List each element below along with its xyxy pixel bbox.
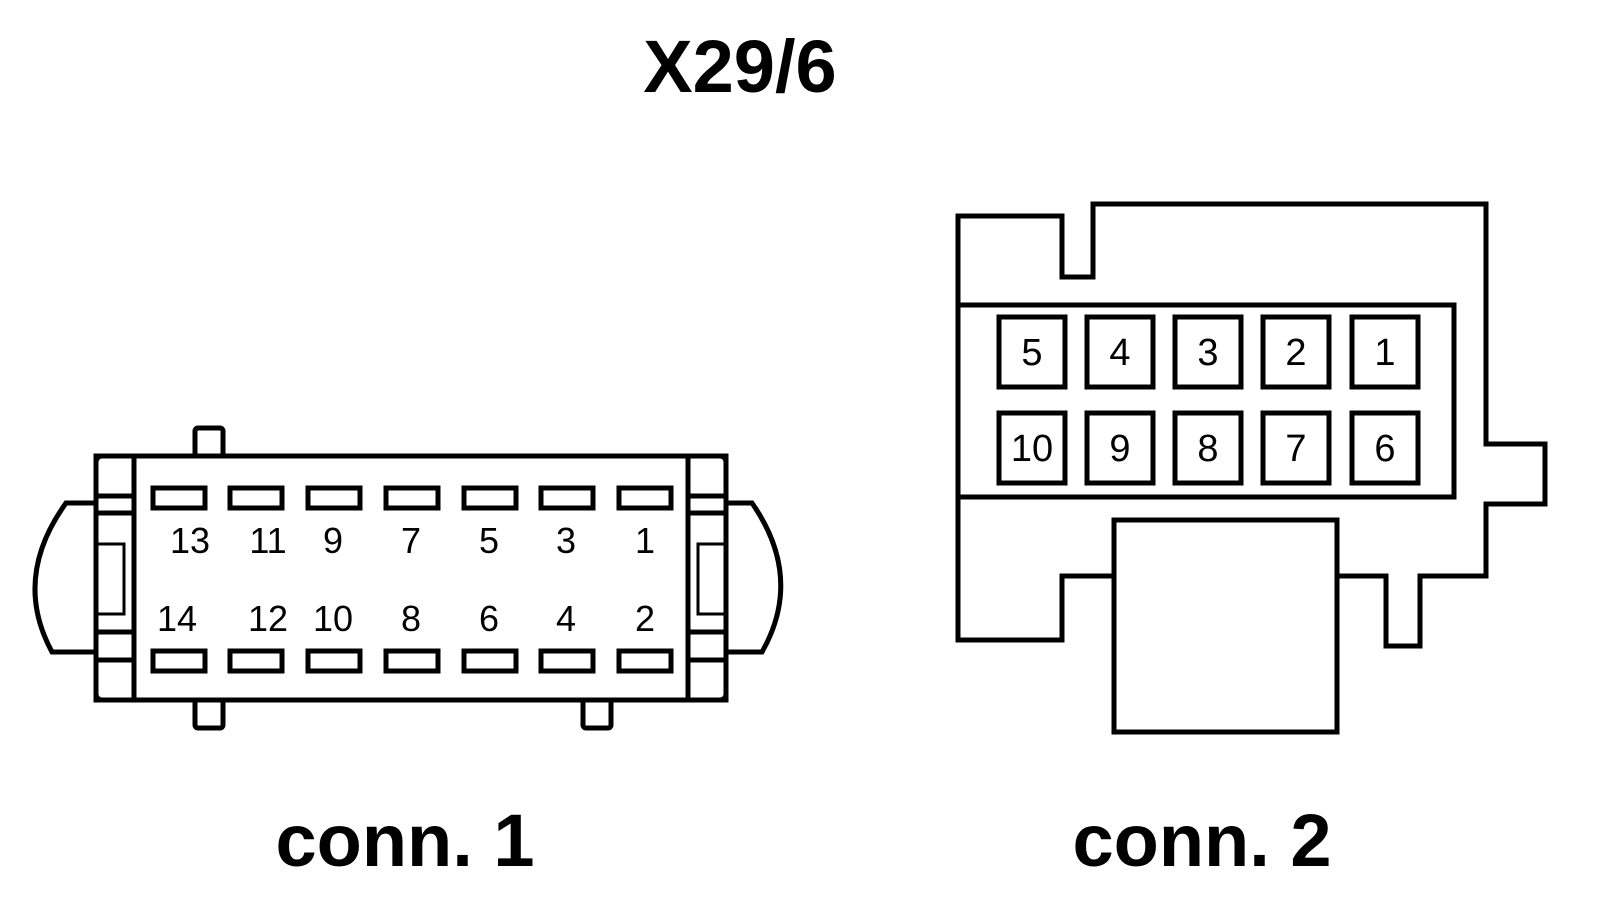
pin-number: 2: [1285, 332, 1306, 374]
pin-slot: [150, 485, 208, 511]
connector-1-caption: conn. 1: [275, 799, 534, 882]
pin-cell: [1084, 314, 1156, 390]
pin-number: 4: [1109, 332, 1130, 374]
conn1-bottom-slots: [150, 648, 674, 674]
pin-cell: [996, 410, 1068, 486]
conn1-left-clip: [32, 500, 99, 655]
pin-cell: [1349, 314, 1421, 390]
pin-number: 9: [1109, 428, 1130, 470]
pin-slot: [150, 648, 208, 674]
pin-number: 14: [157, 598, 197, 639]
conn1-side-notch-left: [94, 542, 126, 616]
pin-cell: [1084, 410, 1156, 486]
pin-number: 5: [479, 520, 499, 561]
pin-slot: [383, 485, 441, 511]
connector-2: 5 4 3 2 1 10 9 8 7 6: [955, 201, 1548, 735]
pin-slot: [538, 648, 596, 674]
conn1-top-slots: [150, 485, 674, 511]
pin-number: 6: [1374, 428, 1395, 470]
pin-number: 8: [1197, 428, 1218, 470]
conn1-side-notch-right: [696, 542, 728, 616]
pin-number: 5: [1021, 332, 1042, 374]
pin-cell: [996, 314, 1068, 390]
pin-number: 10: [1011, 428, 1053, 470]
pin-slot: [616, 485, 674, 511]
pin-cell: [1349, 410, 1421, 486]
pin-slot: [227, 648, 285, 674]
pin-number: 3: [556, 520, 576, 561]
conn2-bottom-pin-numbers: 10 9 8 7 6: [1011, 428, 1396, 470]
conn1-bottom-pin-numbers: 14 12 10 8 6 4 2: [157, 598, 655, 639]
pin-number: 6: [479, 598, 499, 639]
conn2-bottom-pin-cells: [996, 410, 1421, 486]
conn1-top-pin-numbers: 13 11 9 7 5 3 1: [170, 520, 655, 561]
pin-number: 8: [401, 598, 421, 639]
pin-number: 11: [249, 520, 286, 561]
pin-cell: [1172, 410, 1244, 486]
pin-slot: [538, 485, 596, 511]
conn2-lock-block: [1111, 517, 1340, 735]
pin-number: 7: [1285, 428, 1306, 470]
pin-number: 7: [401, 520, 421, 561]
pin-slot: [227, 485, 285, 511]
pin-number: 3: [1197, 332, 1218, 374]
pin-slot: [383, 648, 441, 674]
pin-number: 1: [1374, 332, 1395, 374]
diagram-title: X29/6: [643, 25, 836, 108]
pin-cell: [1260, 314, 1332, 390]
pin-slot: [461, 648, 519, 674]
pin-number: 10: [313, 598, 353, 639]
pin-slot: [461, 485, 519, 511]
conn2-top-pin-cells: [996, 314, 1421, 390]
pin-slot: [305, 648, 363, 674]
pin-number: 4: [556, 598, 576, 639]
pin-number: 2: [635, 598, 655, 639]
pin-number: 9: [323, 520, 343, 561]
pin-number: 12: [248, 598, 288, 639]
connector-2-caption: conn. 2: [1072, 799, 1331, 882]
pin-slot: [616, 648, 674, 674]
conn2-top-pin-numbers: 5 4 3 2 1: [1021, 332, 1395, 374]
connector-1: 13 11 9 7 5 3 1 14 12 10 8 6 4 2: [32, 425, 784, 731]
conn2-pin-frame: [955, 302, 1457, 500]
pin-slot: [305, 485, 363, 511]
pin-number: 13: [170, 520, 210, 561]
pin-number: 1: [635, 520, 655, 561]
pin-cell: [1260, 410, 1332, 486]
pin-cell: [1172, 314, 1244, 390]
